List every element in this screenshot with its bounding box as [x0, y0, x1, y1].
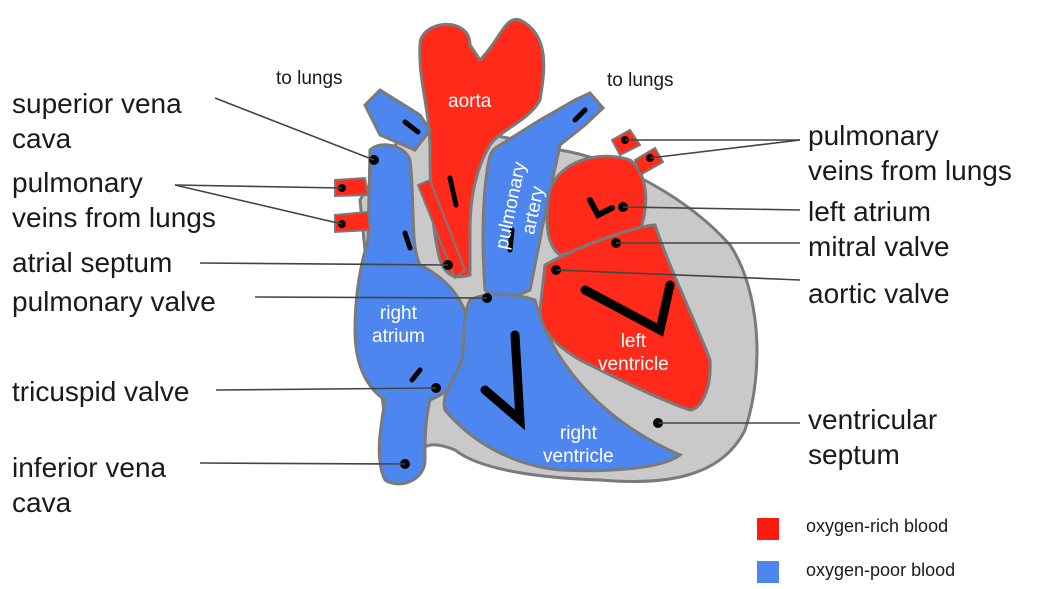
label-pulmonary-valve: pulmonary valve — [12, 284, 216, 319]
legend-label-oxygen-poor: oxygen-poor blood — [806, 560, 955, 581]
label-right-atrium: right atrium — [372, 302, 425, 348]
label-mitral-valve: mitral valve — [808, 229, 950, 264]
pulmonary-artery-left-branch — [365, 90, 430, 150]
label-to-lungs-right: to lungs — [607, 70, 674, 92]
label-tricuspid-valve: tricuspid valve — [12, 374, 189, 409]
label-atrial-septum: atrial septum — [12, 245, 172, 280]
label-left-atrium: left atrium — [808, 194, 931, 229]
label-aorta: aorta — [448, 90, 491, 113]
label-pulmonary-veins-left: pulmonary veins from lungs — [12, 165, 216, 235]
label-to-lungs-left: to lungs — [276, 68, 343, 90]
legend-swatch-oxygen-rich — [757, 518, 779, 540]
label-aortic-valve: aortic valve — [808, 276, 950, 311]
legend-swatch-oxygen-poor — [757, 561, 779, 583]
label-inferior-vena-cava: inferior vena cava — [12, 450, 166, 520]
legend-label-oxygen-rich: oxygen-rich blood — [806, 516, 948, 537]
label-left-ventricle: left ventricle — [598, 330, 669, 376]
label-pulmonary-veins-right: pulmonary veins from lungs — [808, 118, 1012, 188]
label-right-ventricle: right ventricle — [543, 422, 614, 468]
label-superior-vena-cava: superior vena cava — [12, 86, 182, 156]
label-ventricular-septum: ventricular septum — [808, 402, 937, 472]
